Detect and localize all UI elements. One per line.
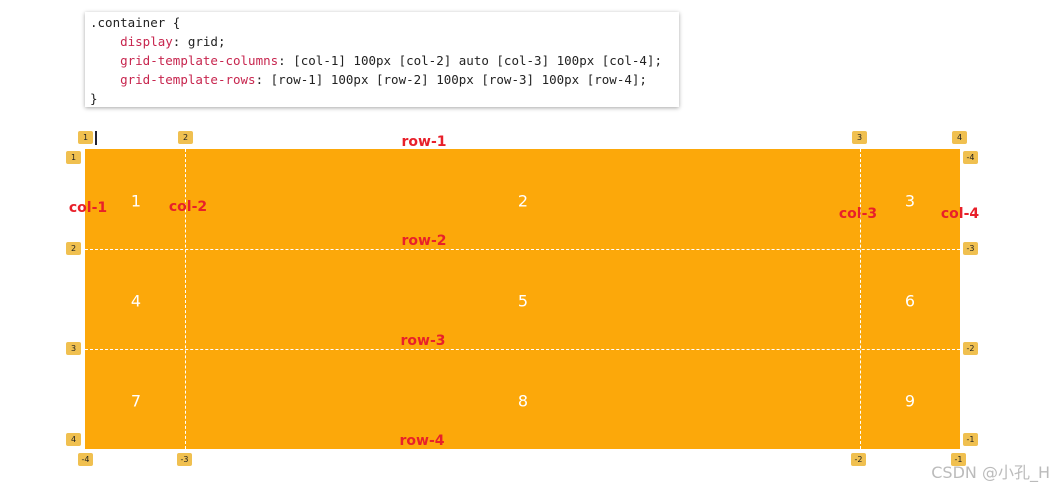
- col-label: col-3: [838, 206, 878, 222]
- line-number-badge: 1: [66, 151, 81, 164]
- line-number-badge: -2: [963, 342, 978, 355]
- grid-item: 8: [517, 391, 529, 411]
- text-caret: [95, 131, 97, 145]
- line-number-badge: 2: [66, 242, 81, 255]
- row-label: row-4: [399, 433, 445, 449]
- grid-line-col-2: [185, 149, 186, 449]
- code-value: [row-1] 100px [row-2] 100px [row-3] 100p…: [270, 72, 647, 87]
- code-value: grid;: [187, 34, 226, 49]
- grid-line-row-2: [85, 249, 960, 250]
- row-label: row-3: [400, 333, 446, 349]
- line-number-badge: 3: [852, 131, 867, 144]
- line-number-badge: -4: [78, 453, 93, 466]
- grid-line-col-3: [860, 149, 861, 449]
- line-number-badge: 4: [66, 433, 81, 446]
- col-label: col-4: [940, 206, 980, 222]
- code-prop: display: [120, 34, 173, 49]
- line-number-badge: -4: [963, 151, 978, 164]
- col-label: col-2: [168, 199, 208, 215]
- line-number-badge: -3: [177, 453, 192, 466]
- grid-item: 5: [517, 291, 529, 311]
- grid-item: 7: [130, 391, 142, 411]
- line-number-badge: 1: [78, 131, 93, 144]
- grid-item: 3: [904, 191, 916, 211]
- code-line: grid-template-columns: [col-1] 100px [co…: [120, 53, 662, 68]
- grid-item: 1: [130, 191, 142, 211]
- grid-line-row-3: [85, 349, 960, 350]
- code-prop: grid-template-columns: [120, 53, 279, 68]
- grid-container: 1 2 3 4 5 6 7 8 9: [85, 149, 960, 449]
- code-line: display: grid;: [120, 34, 226, 49]
- code-line: grid-template-rows: [row-1] 100px [row-2…: [120, 72, 647, 87]
- code-selector: .container {: [90, 15, 181, 30]
- code-value: [col-1] 100px [col-2] auto [col-3] 100px…: [293, 53, 662, 68]
- watermark: CSDN @小孔_H: [931, 463, 1050, 482]
- grid-item: 2: [517, 191, 529, 211]
- line-number-badge: -1: [951, 453, 966, 466]
- grid-item: 9: [904, 391, 916, 411]
- code-close: }: [90, 91, 98, 106]
- line-number-badge: 4: [952, 131, 967, 144]
- line-number-badge: -1: [963, 433, 978, 446]
- grid-item: 4: [130, 291, 142, 311]
- row-label: row-2: [401, 233, 447, 249]
- grid-item: 6: [904, 291, 916, 311]
- line-number-badge: -2: [851, 453, 866, 466]
- line-number-badge: 3: [66, 342, 81, 355]
- line-number-badge: 2: [178, 131, 193, 144]
- row-label: row-1: [401, 134, 447, 150]
- code-prop: grid-template-rows: [120, 72, 256, 87]
- line-number-badge: -3: [963, 242, 978, 255]
- col-label: col-1: [68, 200, 108, 216]
- css-code-block: .container { display: grid; grid-templat…: [85, 12, 679, 107]
